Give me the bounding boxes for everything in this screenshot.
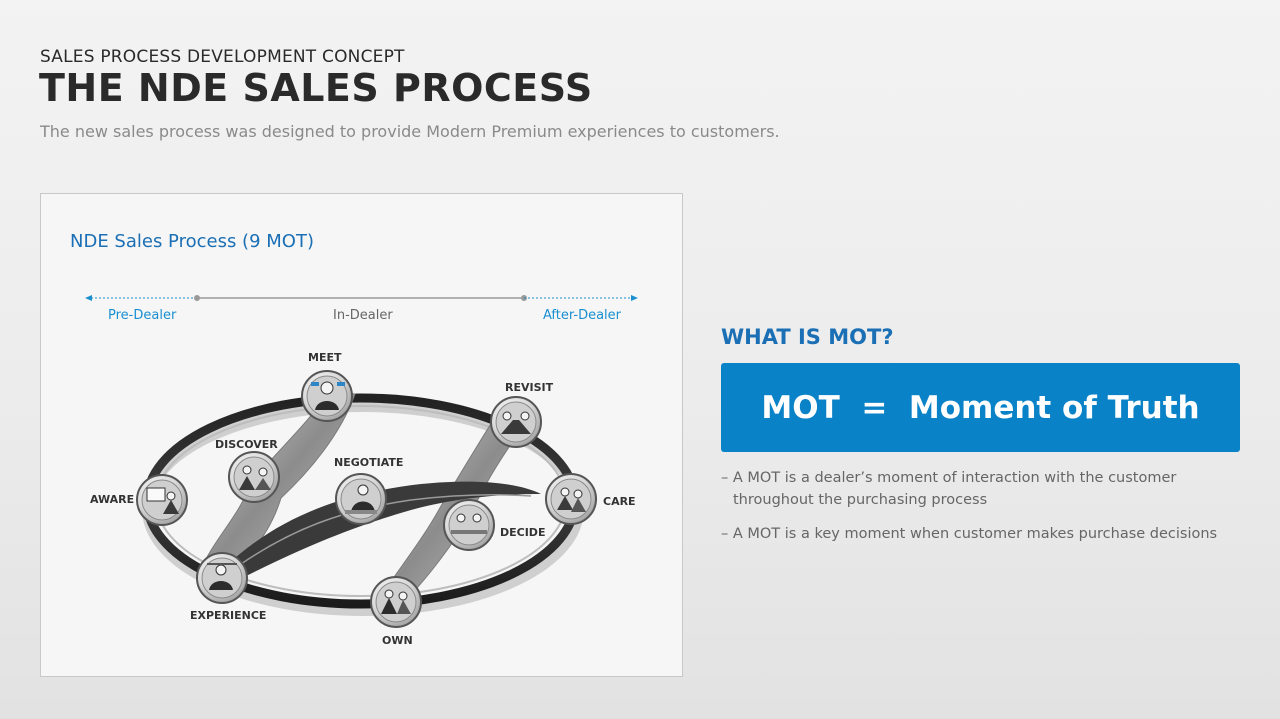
node-decide: [443, 499, 495, 551]
step-label-care: CARE: [603, 495, 636, 508]
node-care: [545, 473, 597, 525]
mot-definition: MOT = Moment of Truth: [761, 389, 1200, 426]
timeline: [85, 295, 638, 301]
diagram-title: NDE Sales Process (9 MOT): [70, 231, 314, 252]
page-title: THE NDE SALES PROCESS: [39, 66, 593, 110]
timeline-label-after-dealer: After-Dealer: [543, 308, 622, 323]
center-swoosh-highlight: [240, 494, 532, 565]
step-label-aware: AWARE: [90, 493, 135, 506]
diagram-panel: NDE Sales Process (9 MOT) Pre-Dealer In-…: [40, 193, 683, 677]
node-negotiate: [335, 473, 387, 525]
step-label-revisit: REVISIT: [505, 381, 554, 394]
mot-bullet-list: – A MOT is a dealer’s moment of interact…: [721, 467, 1240, 557]
mot-bullet-1: – A MOT is a dealer’s moment of interact…: [721, 470, 1177, 508]
timeline-label-pre-dealer: Pre-Dealer: [108, 308, 177, 323]
node-own: [370, 576, 422, 628]
section-kicker: SALES PROCESS DEVELOPMENT CONCEPT: [40, 47, 405, 67]
timeline-label-in-dealer: In-Dealer: [333, 308, 393, 323]
timeline-right-arrow-icon: [631, 295, 638, 301]
node-discover: [228, 451, 280, 503]
page-subtitle: The new sales process was designed to pr…: [40, 122, 780, 141]
node-experience: [196, 552, 248, 604]
step-label-negotiate: NEGOTIATE: [334, 456, 404, 469]
timeline-left-arrow-icon: [85, 295, 92, 301]
node-meet: [301, 370, 353, 422]
node-aware: [136, 474, 188, 526]
step-label-experience: EXPERIENCE: [190, 609, 267, 622]
timeline-node-start: [194, 295, 200, 301]
mot-heading: WHAT IS MOT?: [721, 325, 894, 349]
step-label-own: OWN: [382, 634, 413, 647]
step-label-discover: DISCOVER: [215, 438, 278, 451]
mot-oval-diagram: [136, 370, 597, 628]
node-revisit: [490, 396, 542, 448]
mot-definition-box: MOT = Moment of Truth: [721, 363, 1240, 452]
step-label-decide: DECIDE: [500, 526, 546, 539]
mot-bullet-2: – A MOT is a key moment when customer ma…: [721, 526, 1218, 542]
step-label-meet: MEET: [308, 351, 342, 364]
